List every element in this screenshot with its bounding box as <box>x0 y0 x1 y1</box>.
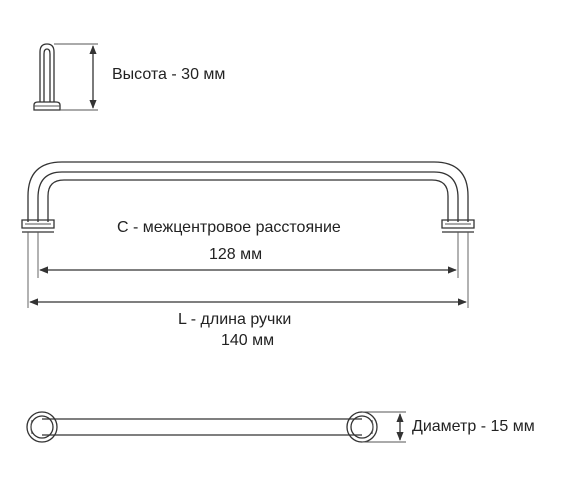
center-distance-value: 128 мм <box>209 246 263 263</box>
height-dimension <box>54 43 98 111</box>
center-distance-dimension <box>37 232 459 278</box>
total-length-dimension <box>27 232 469 308</box>
side-view-profile <box>33 43 61 111</box>
height-label: Высота - 30 мм <box>112 66 226 83</box>
top-view-handle <box>26 411 378 443</box>
length-label: L - длина ручки <box>178 311 292 328</box>
diameter-label: Диаметр - 15 мм <box>412 418 535 435</box>
length-value: 140 мм <box>221 332 275 349</box>
front-view-handle <box>27 161 469 222</box>
diameter-dimension <box>362 411 406 443</box>
center-distance-label: С - межцентровое расстояние <box>117 219 341 236</box>
